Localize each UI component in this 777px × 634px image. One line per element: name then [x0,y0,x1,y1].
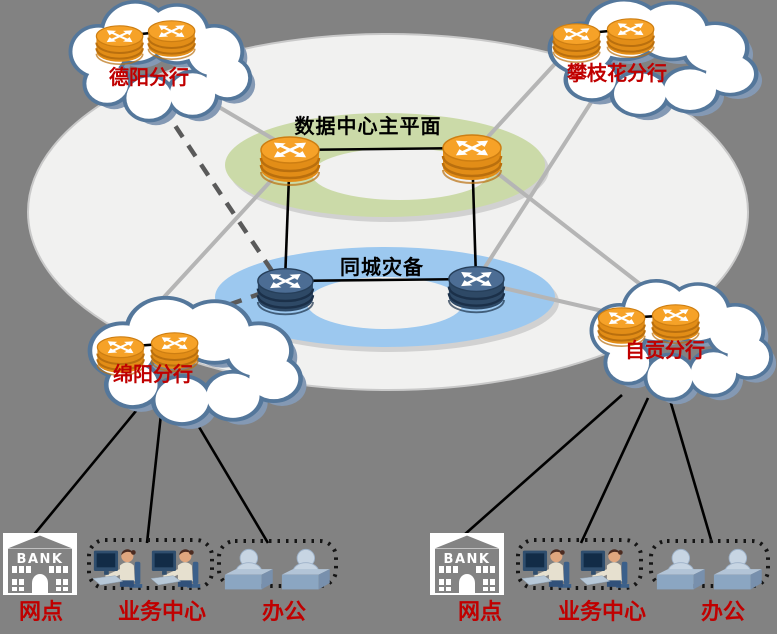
business-center-box [516,538,643,590]
site-label-office: 办公 [701,600,745,625]
bank-building-icon [429,532,505,596]
site-label-office: 办公 [262,600,306,625]
zigong-branch-label: 自贡分行 [625,338,705,362]
panzhihua-branch-label: 攀枝花分行 [566,61,667,85]
business-center-box [87,538,214,590]
dr-plane-router-right-icon [447,265,506,314]
office-box [217,539,338,588]
office-box [649,539,770,588]
deyang-router-left-icon [95,24,144,66]
panzhihua-router-right-icon [606,17,655,59]
deyang-branch-label: 德阳分行 [109,65,189,89]
site-label-business-center: 业务中心 [558,600,646,625]
link-zigong-dr [480,281,622,317]
dr-plane-label: 同城灾备 [340,255,424,279]
site-label-business-center: 业务中心 [118,600,206,625]
site-group-right: 网点 业务中心 办公 [429,532,770,625]
main-plane-router-right-icon [441,133,503,185]
main-plane-router-left-icon [259,135,321,187]
site-label-branch-outlet: 网点 [458,599,502,625]
bank-building-icon [2,532,78,596]
dr-plane-router-left-icon [256,267,315,316]
site-label-branch-outlet: 网点 [19,599,63,625]
deyang-router-right-icon [147,19,196,61]
mianyang-branch-label: 绵阳分行 [113,362,193,386]
main-plane-label: 数据中心主平面 [295,114,442,138]
link-deyang-dr-dashed [148,86,282,285]
panzhihua-router-left-icon [552,22,601,64]
site-group-left: 网点 业务中心 办公 [2,532,338,625]
